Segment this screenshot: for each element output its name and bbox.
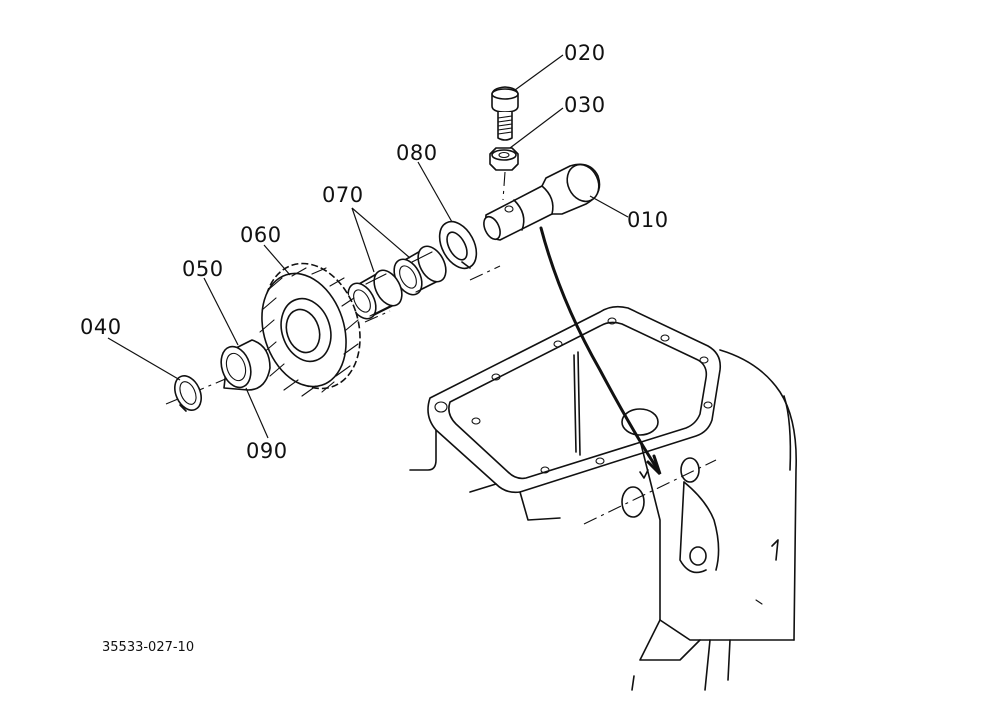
label-010: 010 [627, 208, 669, 232]
reference-number: 35533-027-10 [102, 640, 194, 655]
installation-arrow [539, 226, 662, 476]
helical-gear [259, 262, 361, 397]
label-040: 040 [80, 315, 122, 339]
label-090: 090 [246, 439, 288, 463]
nut [489, 147, 519, 171]
thrust-washer [438, 220, 478, 270]
label-070: 070 [322, 183, 364, 207]
leader-lines [107, 54, 629, 439]
shaft [483, 163, 601, 241]
label-030: 030 [564, 93, 606, 117]
collar [220, 339, 271, 391]
bolt [491, 86, 519, 141]
transmission-case [409, 305, 797, 691]
circlip [174, 375, 202, 412]
label-020: 020 [564, 41, 606, 65]
needle-bearing-right [393, 245, 447, 296]
label-050: 050 [182, 257, 224, 281]
label-060: 060 [240, 223, 282, 247]
label-080: 080 [396, 141, 438, 165]
